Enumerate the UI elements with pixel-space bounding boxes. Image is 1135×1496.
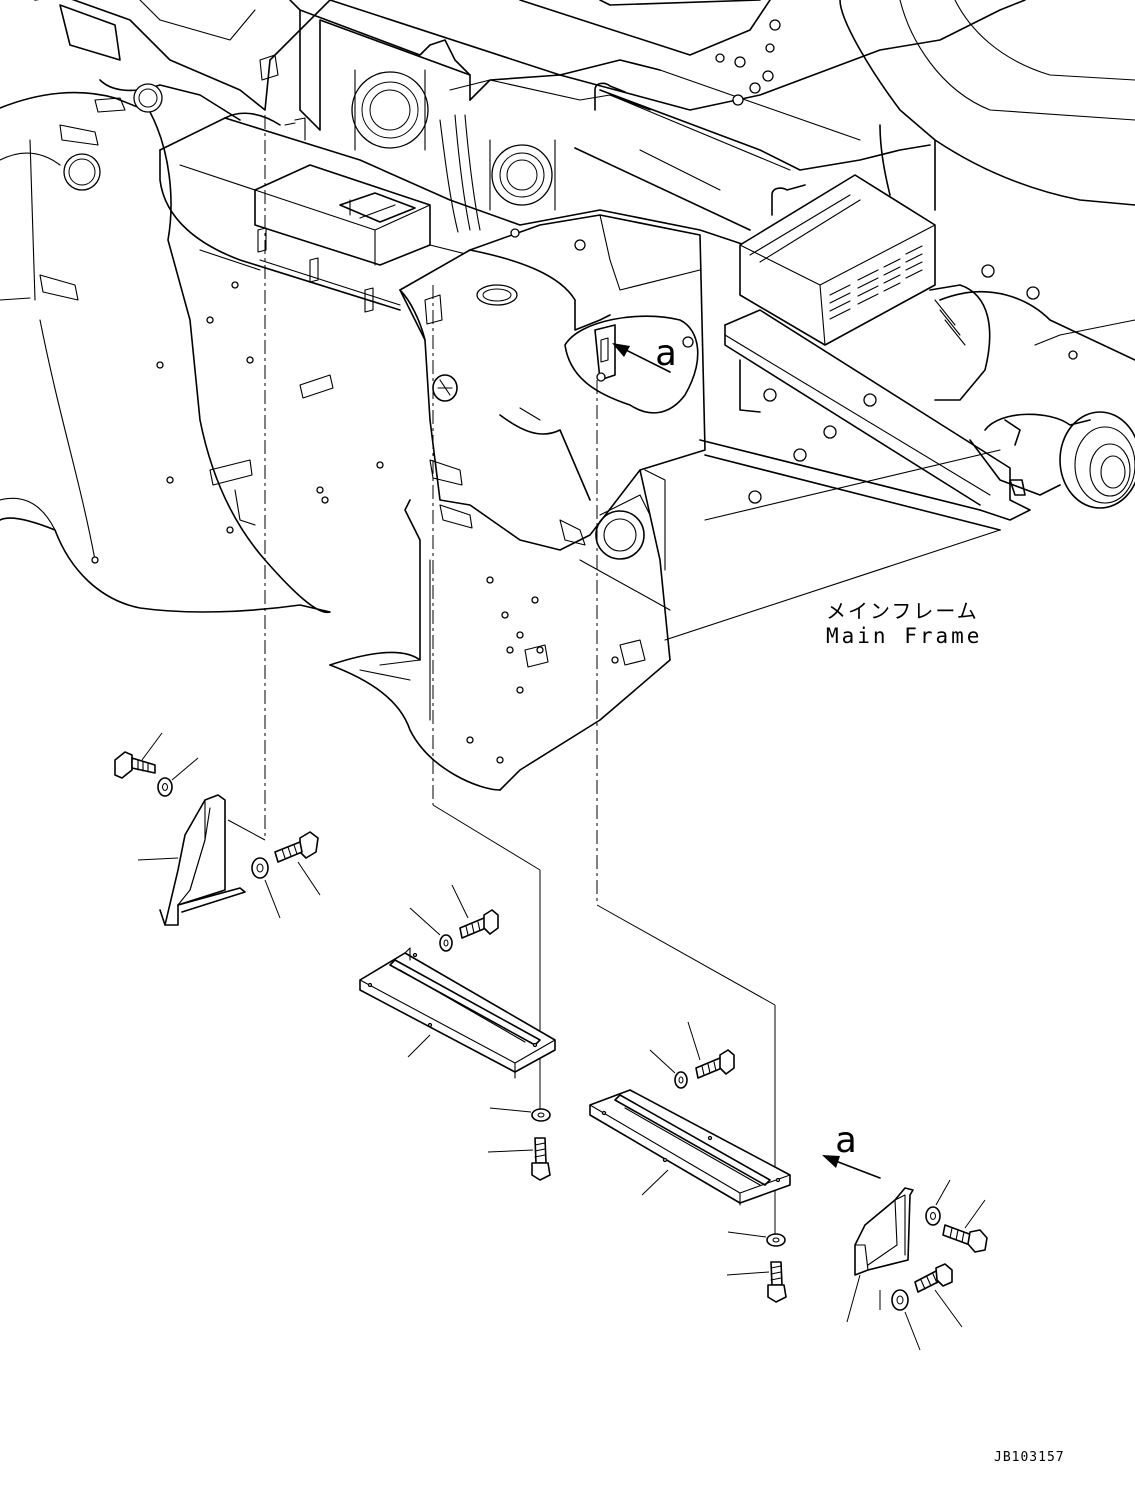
left-plate	[164, 794, 226, 926]
right-washer-upper	[925, 1179, 951, 1226]
right-bolt-upper	[942, 1199, 988, 1253]
view-arrow-a-upper: a	[612, 333, 677, 374]
main-frame-assembly	[0, 0, 1135, 791]
frame-holes	[91, 43, 877, 764]
bracket-left-bottom-washer	[489, 1107, 551, 1122]
right-washer-lower	[891, 1289, 921, 1351]
left-bolt-upper	[114, 732, 163, 779]
right-plate-assembly	[846, 1179, 988, 1351]
bracket-left-bottom-bolt	[487, 1137, 551, 1181]
center-bracket-left	[359, 884, 556, 1181]
main-beam-outline	[159, 117, 746, 246]
left-track-frame-outline	[0, 91, 331, 614]
center-bracket-right	[589, 1021, 791, 1303]
assembly-leader-lines	[227, 115, 776, 1240]
bracket-left-top-washer	[409, 907, 453, 952]
battery-box-outline	[739, 174, 936, 346]
main-frame-label-jp: メインフレーム	[826, 599, 979, 623]
view-arrow-a-lower: a	[822, 1120, 881, 1179]
view-marker-a-upper: a	[655, 333, 677, 374]
bracket-right-top-bolt	[687, 1021, 735, 1079]
right-track-frame-outline	[839, 0, 1135, 206]
right-bolt-lower	[914, 1263, 963, 1328]
view-marker-a-lower: a	[835, 1120, 857, 1161]
left-plate-assembly	[114, 732, 321, 926]
detail-a-outline	[564, 315, 699, 414]
drawing-number: JB103157	[994, 1450, 1065, 1465]
center-housing-outline	[399, 214, 706, 551]
bracket-right-bottom-washer	[727, 1231, 786, 1247]
main-frame-label: メインフレーム Main Frame	[826, 599, 982, 648]
right-plate	[854, 1187, 914, 1276]
left-bolt-lower	[274, 831, 321, 896]
left-washer-lower	[251, 857, 281, 919]
bracket-right-bottom-bolt	[726, 1261, 787, 1303]
left-washer-upper	[157, 757, 199, 797]
lower-casting-outline	[329, 499, 421, 666]
vent-slots	[829, 245, 923, 320]
bracket-left-top-bolt	[451, 884, 499, 939]
bracket-right-top-washer	[649, 1049, 688, 1089]
main-frame-label-en: Main Frame	[826, 624, 982, 648]
